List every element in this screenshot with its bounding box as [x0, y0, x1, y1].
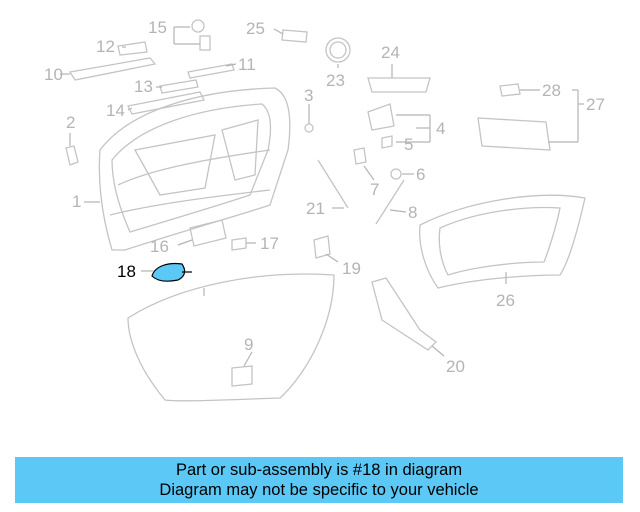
part-7-shape: [353, 147, 367, 165]
info-banner: Part or sub-assembly is #18 in diagram D…: [15, 457, 623, 503]
callout-14: 14: [106, 101, 125, 120]
banner-line-1: Part or sub-assembly is #18 in diagram: [175, 461, 463, 479]
callout-7: 7: [370, 180, 379, 199]
callout-4: 4: [436, 119, 445, 138]
part-13-shape: [159, 79, 199, 94]
part-6-shape: [390, 168, 402, 180]
trunk-lid-part: [98, 87, 291, 251]
part-24-shape: [367, 77, 431, 93]
callout-9: 9: [244, 335, 253, 354]
callout-18: 18: [117, 262, 136, 281]
callout-16: 16: [150, 237, 169, 256]
callout-23: 23: [326, 71, 345, 90]
part-16-shape: [189, 219, 227, 247]
part-4-latch: [367, 103, 395, 149]
part-21-shape: [317, 159, 349, 209]
part-14-shape: [127, 91, 205, 115]
callout-27: 27: [586, 95, 605, 114]
callout-10: 10: [44, 65, 63, 84]
callout-15: 15: [148, 18, 167, 37]
callout-25: 25: [246, 19, 265, 38]
callout-13: 13: [134, 77, 153, 96]
callout-17: 17: [260, 234, 279, 253]
part-11-shape: [187, 63, 235, 79]
callout-26: 26: [496, 291, 515, 310]
callout-2: 2: [66, 113, 75, 132]
callout-3: 3: [304, 86, 313, 105]
hinge-bar-part: [68, 41, 157, 81]
callout-21: 21: [306, 199, 325, 218]
part-19-shape: [313, 235, 331, 259]
banner-line-2: Diagram may not be specific to your vehi…: [159, 481, 479, 499]
callout-28: 28: [542, 81, 561, 100]
part-15-shape: [191, 19, 211, 51]
callout-20: 20: [446, 357, 465, 376]
callout-24: 24: [381, 43, 400, 62]
leader-lines: [60, 26, 584, 367]
parts-diagram: 1 2 3 4 5 6 7 8 9 10 11 12 13 14 15 16 1…: [44, 18, 605, 402]
callout-1: 1: [72, 192, 81, 211]
part-9-shape: [231, 365, 253, 387]
part-8-shape: [375, 179, 405, 225]
callout-12: 12: [96, 37, 115, 56]
part-17-shape: [231, 237, 247, 251]
callout-6: 6: [416, 165, 425, 184]
callout-8: 8: [408, 203, 417, 222]
part-20-shape: [371, 277, 437, 351]
part-25-shape: [281, 29, 308, 43]
part-18-highlighted: [151, 262, 192, 282]
callout-5: 5: [404, 135, 413, 154]
part-27-lamp: [477, 83, 551, 151]
part-3-shape: [304, 123, 314, 133]
weatherstrip-seal: [127, 273, 335, 402]
part-2-shape: [65, 145, 79, 166]
part-23-shape: [325, 37, 351, 63]
callout-19: 19: [342, 259, 361, 278]
part-26-trim-panel: [419, 194, 586, 289]
callout-labels: 1 2 3 4 5 6 7 8 9 10 11 12 13 14 15 16 1…: [44, 18, 605, 376]
callout-11: 11: [238, 55, 256, 74]
